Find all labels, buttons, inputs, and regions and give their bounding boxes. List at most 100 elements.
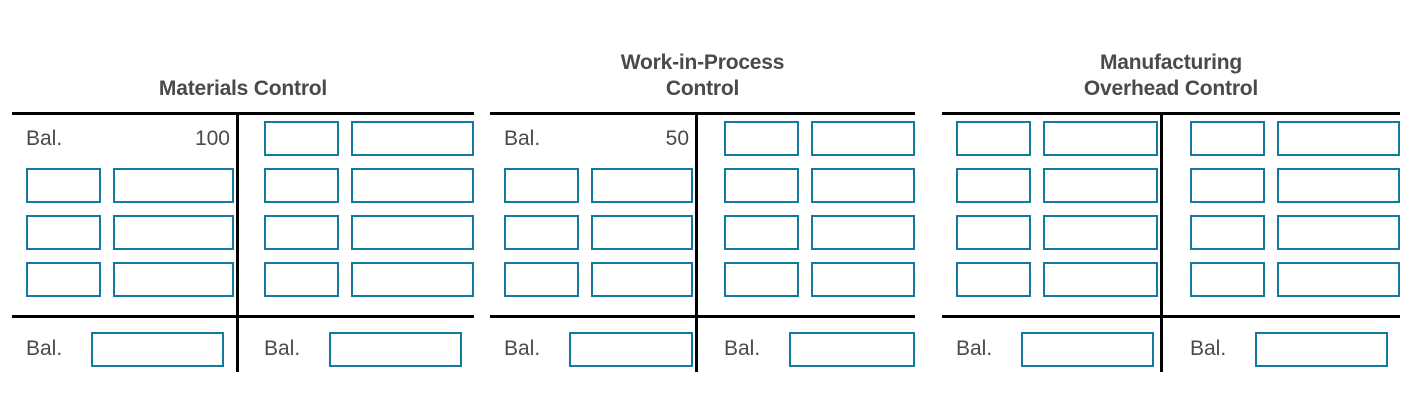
ending-balance-label: Bal. <box>264 337 301 360</box>
ending-balance-input[interactable] <box>789 331 915 367</box>
entry-description-input[interactable] <box>956 262 1031 297</box>
entry-amount-input[interactable] <box>113 215 234 250</box>
entry-amount-input[interactable] <box>811 262 915 297</box>
entry-row <box>250 162 474 209</box>
entry-amount-input[interactable] <box>811 121 915 156</box>
account-credit-side <box>1176 115 1400 303</box>
ending-balance-row: Bal. <box>26 326 234 372</box>
entry-description-input[interactable] <box>264 168 339 203</box>
entry-row <box>12 256 234 303</box>
ending-balance-row: Bal. <box>504 326 693 372</box>
ending-balance-input[interactable] <box>91 331 225 367</box>
account-title-line: Work-in-Process <box>620 51 785 74</box>
entry-row <box>1176 256 1400 303</box>
account-title: Materials Control <box>12 32 474 108</box>
ending-balance-row: Bal. <box>724 326 915 372</box>
entry-description-input[interactable] <box>26 168 101 203</box>
entry-description-input[interactable] <box>724 262 799 297</box>
entry-description-input[interactable] <box>1190 262 1265 297</box>
entry-description-input[interactable] <box>724 121 799 156</box>
entry-description-input[interactable] <box>504 215 579 250</box>
ending-balance-label: Bal. <box>504 337 541 360</box>
entry-row <box>250 115 474 162</box>
entry-row <box>710 209 915 256</box>
entry-amount-input[interactable] <box>351 121 474 156</box>
entry-row <box>710 162 915 209</box>
entry-row <box>942 162 1158 209</box>
ending-balance-label: Bal. <box>956 337 993 360</box>
entry-amount-input[interactable] <box>1043 121 1158 156</box>
entry-amount-input[interactable] <box>1043 262 1158 297</box>
entry-description-input[interactable] <box>1190 121 1265 156</box>
entry-amount-input[interactable] <box>1043 168 1158 203</box>
account-debit-side: Bal.100 <box>12 115 234 303</box>
account-vertical-divider <box>236 112 239 372</box>
entry-amount-input[interactable] <box>351 215 474 250</box>
ending-balance-label: Bal. <box>1190 337 1227 360</box>
account-title-line: Control <box>665 77 740 100</box>
ending-balance-row: Bal. <box>1190 326 1400 372</box>
entry-description-input[interactable] <box>264 262 339 297</box>
entry-amount-input[interactable] <box>811 215 915 250</box>
entry-description-input[interactable] <box>264 121 339 156</box>
entry-description-input[interactable] <box>956 215 1031 250</box>
ending-balance-input[interactable] <box>329 331 463 367</box>
entry-row <box>1176 209 1400 256</box>
entry-amount-input[interactable] <box>1277 262 1400 297</box>
entry-description-input[interactable] <box>724 168 799 203</box>
ending-balance-row: Bal. <box>956 326 1158 372</box>
entry-description-input[interactable] <box>504 168 579 203</box>
entry-description-input[interactable] <box>724 215 799 250</box>
account-bottom-rule <box>12 315 474 318</box>
entry-amount-input[interactable] <box>591 262 693 297</box>
entry-row <box>490 209 693 256</box>
entry-amount-input[interactable] <box>591 215 693 250</box>
entry-amount-input[interactable] <box>591 168 693 203</box>
account-credit-side <box>710 115 915 303</box>
account-title-line: Materials Control <box>158 77 328 100</box>
account-top-rule <box>942 112 1400 115</box>
entry-amount-input[interactable] <box>113 262 234 297</box>
ending-balance-row: Bal. <box>264 326 474 372</box>
entry-amount-input[interactable] <box>1277 168 1400 203</box>
entry-description-input[interactable] <box>26 262 101 297</box>
entry-amount-input[interactable] <box>1043 215 1158 250</box>
opening-balance-label: Bal. <box>504 126 541 150</box>
account-bottom-rule <box>942 315 1400 318</box>
entry-description-input[interactable] <box>26 215 101 250</box>
entry-row <box>250 256 474 303</box>
account-debit-side <box>942 115 1158 303</box>
entry-amount-input[interactable] <box>1277 215 1400 250</box>
entry-amount-input[interactable] <box>351 168 474 203</box>
entry-row <box>942 209 1158 256</box>
account-debit-side: Bal.50 <box>490 115 693 303</box>
account-title-line: Overhead Control <box>1083 77 1259 100</box>
entry-description-input[interactable] <box>264 215 339 250</box>
entry-row <box>1176 115 1400 162</box>
ending-balance-input[interactable] <box>1255 331 1389 367</box>
entry-amount-input[interactable] <box>1277 121 1400 156</box>
entry-amount-input[interactable] <box>351 262 474 297</box>
ending-balance-input[interactable] <box>569 331 693 367</box>
account-vertical-divider <box>1160 112 1163 372</box>
entry-description-input[interactable] <box>1190 215 1265 250</box>
entry-description-input[interactable] <box>956 168 1031 203</box>
ending-balance-input[interactable] <box>1021 331 1155 367</box>
entry-description-input[interactable] <box>1190 168 1265 203</box>
entry-description-input[interactable] <box>956 121 1031 156</box>
entry-amount-input[interactable] <box>113 168 234 203</box>
entry-row <box>942 256 1158 303</box>
entry-amount-input[interactable] <box>811 168 915 203</box>
opening-balance-row: Bal.50 <box>490 115 693 162</box>
account-title-zone: Materials Control <box>12 28 474 108</box>
entry-row <box>1176 162 1400 209</box>
entry-description-input[interactable] <box>504 262 579 297</box>
entry-row <box>250 209 474 256</box>
entry-row <box>710 115 915 162</box>
